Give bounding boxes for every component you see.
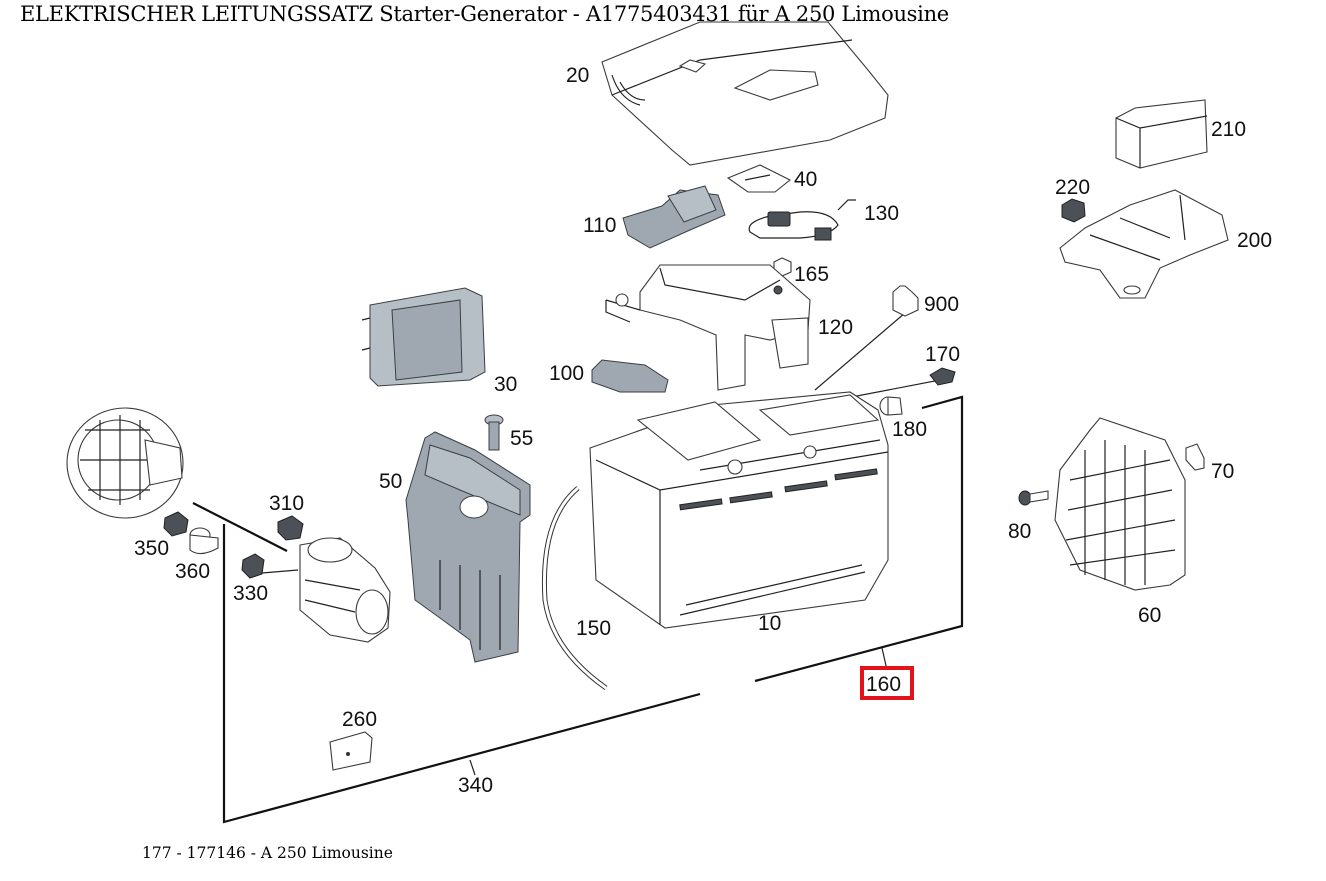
- callout-120[interactable]: 120: [818, 316, 853, 339]
- callout-350[interactable]: 350: [134, 537, 169, 560]
- callout-80[interactable]: 80: [1008, 520, 1031, 543]
- part-10-battery[interactable]: [589, 391, 889, 629]
- callout-40[interactable]: 40: [794, 168, 817, 191]
- part-360-sleeve[interactable]: [189, 527, 219, 555]
- callout-20[interactable]: 20: [566, 64, 589, 87]
- callout-200[interactable]: 200: [1237, 229, 1272, 252]
- callout-330[interactable]: 330: [233, 582, 268, 605]
- callout-60[interactable]: 60: [1138, 604, 1161, 627]
- part-260-bracket[interactable]: [329, 731, 373, 771]
- callout-360[interactable]: 360: [175, 560, 210, 583]
- callout-100[interactable]: 100: [549, 362, 584, 385]
- part-70-clip[interactable]: [1185, 443, 1205, 471]
- part-55-bolt[interactable]: [484, 414, 504, 451]
- part-130-cable[interactable]: [748, 199, 856, 241]
- callout-110[interactable]: 110: [583, 214, 616, 237]
- part-170-terminal[interactable]: [929, 367, 956, 386]
- callout-70[interactable]: 70: [1211, 460, 1234, 483]
- callout-30[interactable]: 30: [494, 373, 517, 396]
- callout-180[interactable]: 180: [892, 418, 927, 441]
- part-60-shield[interactable]: [1054, 417, 1186, 591]
- callout-labels: 20 210 40 220 130 110 200 165 900 120 17…: [134, 64, 1272, 797]
- callout-150[interactable]: 150: [576, 617, 611, 640]
- part-120-fuse-box[interactable]: [605, 264, 811, 391]
- callout-10[interactable]: 10: [758, 612, 781, 635]
- part-350-bushing[interactable]: [163, 511, 189, 537]
- part-alternator[interactable]: [66, 407, 184, 519]
- part-110-fuse-box-cover[interactable]: [622, 185, 726, 249]
- part-80-bolt[interactable]: [1018, 490, 1049, 506]
- leader-lines: [192, 312, 964, 824]
- model-footer: 177 - 177146 - A 250 Limousine: [142, 844, 393, 862]
- callout-55[interactable]: 55: [510, 427, 533, 450]
- part-30-control-unit[interactable]: [361, 287, 486, 387]
- callout-165[interactable]: 165: [794, 263, 829, 286]
- callout-260[interactable]: 260: [342, 708, 377, 731]
- callout-170[interactable]: 170: [925, 343, 960, 366]
- part-40-terminal-cap[interactable]: [726, 164, 792, 193]
- part-20-battery-cover[interactable]: [601, 21, 889, 166]
- part-150-hose[interactable]: [541, 486, 608, 691]
- callout-160[interactable]: 160: [866, 673, 901, 696]
- part-220-nut[interactable]: [1061, 198, 1086, 223]
- callout-220[interactable]: 220: [1055, 176, 1090, 199]
- selected-callout-highlight: [860, 666, 914, 700]
- callout-210[interactable]: 210: [1211, 118, 1246, 141]
- part-210-auxiliary-battery[interactable]: [1115, 99, 1208, 169]
- part-900-connector[interactable]: [892, 285, 919, 317]
- callout-50[interactable]: 50: [379, 470, 402, 493]
- part-starter[interactable]: [299, 537, 391, 643]
- callout-310[interactable]: 310: [269, 492, 304, 515]
- part-330-bushing[interactable]: [241, 553, 265, 579]
- part-180-plug[interactable]: [879, 396, 903, 416]
- part-200-holder[interactable]: [1059, 189, 1229, 299]
- callout-130[interactable]: 130: [864, 202, 899, 225]
- callout-900[interactable]: 900: [924, 293, 959, 316]
- callout-340[interactable]: 340: [458, 774, 493, 797]
- part-310-bushing[interactable]: [277, 515, 304, 541]
- part-100-cover[interactable]: [591, 359, 669, 393]
- part-50-bracket[interactable]: [405, 431, 531, 663]
